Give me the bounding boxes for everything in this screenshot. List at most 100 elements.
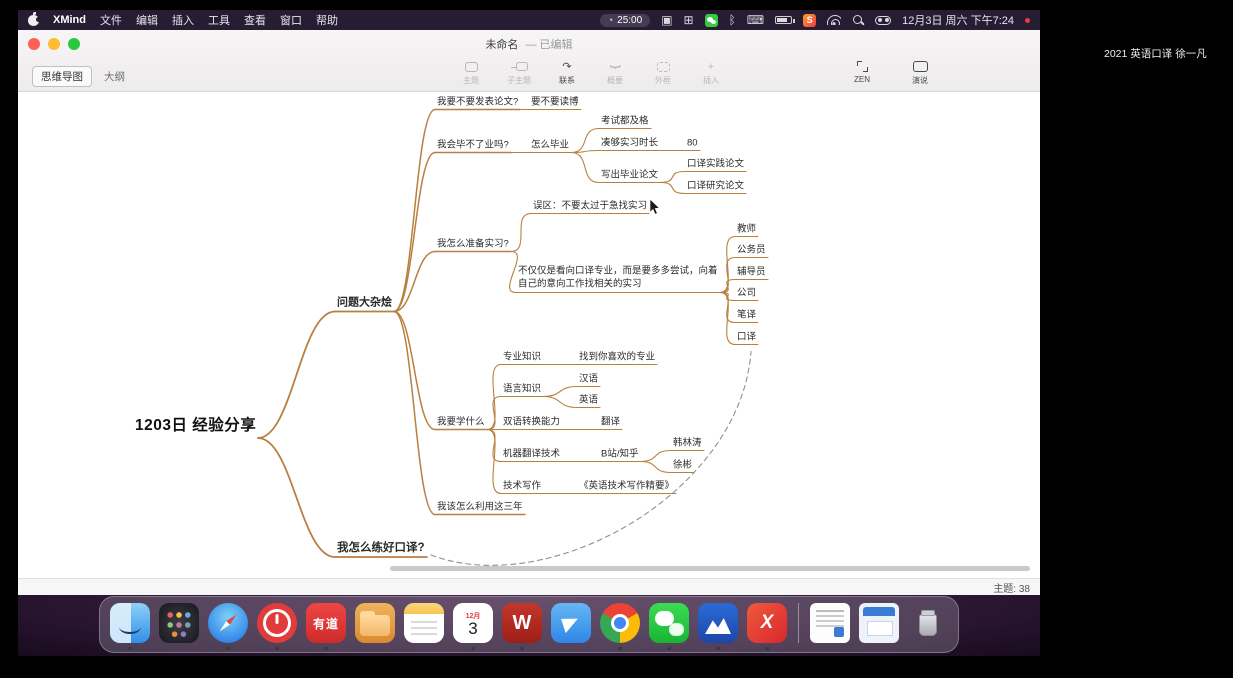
topic-c2c[interactable]: 辅导员 [737, 266, 766, 278]
app-menu-title[interactable]: XMind [53, 14, 86, 26]
bluetooth-icon[interactable]: ᛒ [728, 12, 736, 27]
menu-窗口[interactable]: 窗口 [280, 15, 302, 27]
dock-trash-icon[interactable] [907, 602, 949, 644]
menu-帮助[interactable]: 帮助 [316, 15, 338, 27]
topic-d[interactable]: 我要学什么 [437, 416, 485, 428]
topic-b[interactable]: 我会毕不了业吗? [437, 139, 509, 151]
sogou-icon[interactable]: S [803, 13, 817, 27]
dock-bluem-icon[interactable] [697, 602, 739, 650]
toolbar-subtopic-button[interactable]: 子主题 [503, 60, 535, 86]
menu-查看[interactable]: 查看 [244, 15, 266, 27]
view-tab-mindmap[interactable]: 思维导图 [32, 66, 92, 87]
menu-插入[interactable]: 插入 [172, 15, 194, 27]
topic-d5[interactable]: 技术写作 [503, 480, 542, 492]
apple-menu-icon[interactable] [28, 11, 41, 26]
wifi-icon[interactable] [827, 15, 842, 25]
search-icon[interactable] [852, 14, 864, 26]
topic-c2[interactable]: 不仅仅是看向口译专业，而是要多多尝试，向着 自己的意向工作找相关的实习 [518, 265, 718, 290]
topic-d2a[interactable]: 汉语 [579, 373, 599, 385]
menubar-clock[interactable]: 12月3日 周六 下午7:24 [902, 15, 1014, 27]
topic-d4a2[interactable]: 徐彬 [673, 459, 693, 471]
dock-folder-icon[interactable] [354, 602, 396, 644]
timer-app-icon [257, 603, 297, 643]
topic-b1c[interactable]: 写出毕业论文 [601, 169, 659, 181]
topic-d1[interactable]: 专业知识 [503, 351, 542, 363]
dock-docwin2-icon[interactable] [858, 602, 900, 644]
dock-launchpad-icon[interactable] [158, 602, 200, 644]
topic-n1[interactable]: 问题大杂烩 [337, 296, 392, 309]
control-center-icon[interactable] [875, 15, 892, 25]
toolbar-summary-button[interactable]: 概要 [599, 60, 631, 86]
toolbar-zen-button[interactable]: ZEN [846, 60, 878, 86]
topic-a[interactable]: 我要不要发表论文? [437, 96, 519, 108]
topic-d3a[interactable]: 翻译 [601, 416, 621, 428]
topic-d4a1[interactable]: 韩林涛 [673, 437, 702, 449]
topic-d4a[interactable]: B站/知乎 [601, 448, 639, 460]
wechat-icon[interactable] [704, 13, 718, 27]
topic-c2b[interactable]: 公务员 [737, 244, 766, 256]
dock-chrome-icon[interactable] [599, 602, 641, 650]
topic-d2[interactable]: 语言知识 [503, 383, 542, 395]
topic-d4[interactable]: 机器翻译技术 [503, 448, 561, 460]
dock-wechat-icon[interactable] [648, 602, 690, 650]
dock-docwin1-icon[interactable] [809, 602, 851, 644]
topic-d2b[interactable]: 英语 [579, 394, 599, 406]
topic-d5a[interactable]: 《英语技术写作精要》 [579, 480, 675, 492]
dock-notes-icon[interactable] [403, 602, 445, 644]
topic-b1c2[interactable]: 口译研究论文 [687, 180, 745, 192]
toolbar-relationship-button[interactable]: ↷联系 [551, 60, 583, 86]
toolbar-topic-button[interactable]: 主题 [455, 60, 487, 86]
zoom-button[interactable] [68, 38, 80, 50]
topic-d3[interactable]: 双语转换能力 [503, 416, 561, 428]
topic-c1[interactable]: 误区：不要太过于急找实习 [533, 200, 648, 212]
dock-xmind-icon[interactable]: X [746, 602, 788, 650]
topic-b1[interactable]: 怎么毕业 [531, 139, 570, 151]
battery-icon[interactable] [775, 16, 795, 24]
close-button[interactable] [28, 38, 40, 50]
mindmap-canvas[interactable]: 1203日 经验分享 问题大杂烩我怎么练好口译? 我要不要发表论文? 要不要读博我会毕… [18, 92, 1040, 578]
timer-pill[interactable]: ◔ 25:00 [599, 13, 651, 27]
dock-youdao-icon[interactable]: 有道 [305, 602, 347, 650]
topic-c2f[interactable]: 口译 [737, 331, 757, 343]
trash-app-icon [908, 603, 948, 643]
folder-app-icon [355, 603, 395, 643]
topic-c2d[interactable]: 公司 [737, 287, 757, 299]
dock-safari-icon[interactable] [207, 602, 249, 650]
keyboard-icon[interactable]: ⌨ [746, 12, 765, 27]
toolbar-present-button[interactable]: 演说 [904, 60, 936, 86]
topic-b1b[interactable]: 凑够实习时长 [601, 137, 659, 149]
dock-finder-icon[interactable] [109, 602, 151, 650]
toolbar-insert-button[interactable]: +插入 [695, 60, 727, 86]
topic-c2a[interactable]: 教师 [737, 223, 757, 235]
topic-b1b1[interactable]: 80 [687, 137, 698, 149]
menu-list: 文件 编辑 插入 工具 查看 窗口 帮助 [100, 12, 338, 28]
dock-paperplane-icon[interactable] [550, 602, 592, 644]
running-indicator [226, 646, 230, 650]
grid-icon[interactable]: ⊞ [683, 12, 694, 27]
topic-c2e[interactable]: 笔译 [737, 309, 757, 321]
dock-wps-icon[interactable]: W [501, 602, 543, 650]
dock-timer-icon[interactable] [256, 602, 298, 650]
topic-b1a[interactable]: 考试都及格 [601, 115, 649, 127]
notification-dot-icon [1025, 17, 1030, 23]
topic-c[interactable]: 我怎么准备实习? [437, 238, 509, 250]
menu-工具[interactable]: 工具 [208, 15, 230, 27]
toolbar-boundary-button[interactable]: 外框 [647, 60, 679, 86]
menu-编辑[interactable]: 编辑 [136, 15, 158, 27]
view-tab-outline[interactable]: 大纲 [104, 71, 125, 83]
insert-label: 插入 [703, 76, 719, 85]
topic-root[interactable]: 1203日 经验分享 [135, 417, 257, 435]
topic-a1[interactable]: 要不要读博 [531, 96, 579, 108]
topic-e[interactable]: 我该怎么利用这三年 [437, 501, 523, 513]
horizontal-scrollbar[interactable] [390, 566, 1030, 571]
boundary-icon [656, 60, 670, 73]
topic-b1c1[interactable]: 口译实践论文 [687, 158, 745, 170]
topic-icon [464, 60, 478, 73]
topic-d1a[interactable]: 找到你喜欢的专业 [579, 351, 656, 363]
menu-文件[interactable]: 文件 [100, 15, 122, 27]
stamp-icon[interactable]: ▣ [661, 12, 673, 27]
youdao-app-icon: 有道 [306, 603, 346, 643]
minimize-button[interactable] [48, 38, 60, 50]
topic-n2[interactable]: 我怎么练好口译? [337, 541, 425, 554]
